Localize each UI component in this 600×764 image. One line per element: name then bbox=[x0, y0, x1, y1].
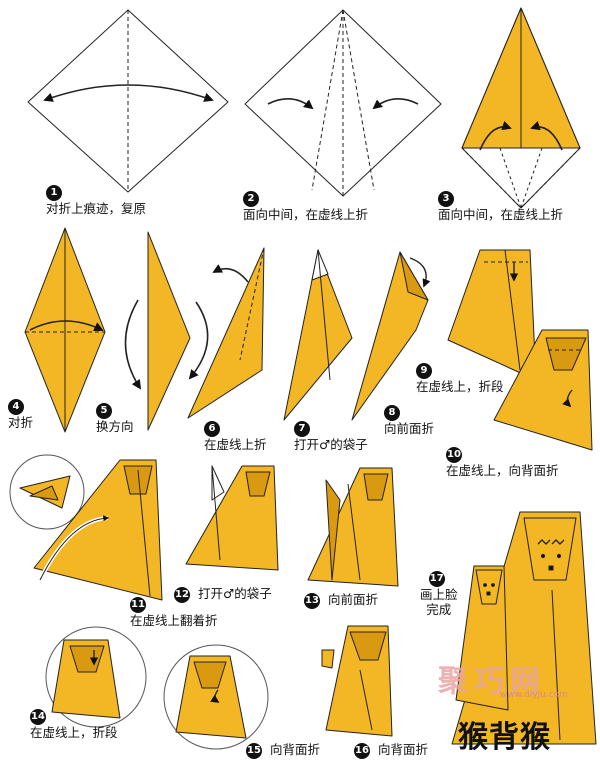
step-12-text: 打开♂的袋子 bbox=[197, 586, 272, 601]
step-6-label: 6 在虚线上折 bbox=[204, 420, 267, 452]
step-7-number: 7 bbox=[294, 420, 310, 437]
step-16-number: 16 bbox=[354, 742, 370, 759]
step-1-text: 对折上痕迹，复原 bbox=[46, 200, 147, 216]
step-17-text-1: 画上脸 bbox=[420, 586, 458, 602]
step-5-text: 换方向 bbox=[96, 418, 134, 434]
step-8-figure bbox=[351, 251, 431, 421]
step-8-text: 向前面折 bbox=[384, 420, 435, 436]
step-13-text: 向前面折 bbox=[327, 592, 378, 607]
step-17-text-2: 完成 bbox=[426, 601, 452, 617]
step-4-text: 对折 bbox=[8, 414, 34, 430]
step-7-label: 7 打开♂的袋子 bbox=[294, 420, 368, 452]
step-2-label: 2 面向中间，在虚线上折 bbox=[243, 190, 368, 222]
step-13-number: 13 bbox=[304, 592, 320, 609]
step-16-label: 16 向背面折 bbox=[354, 742, 428, 759]
step-10-text: 在虚线上，向背面折 bbox=[446, 462, 559, 478]
step-6-figure bbox=[187, 247, 265, 419]
step-14-text: 在虚线上，折段 bbox=[30, 724, 118, 740]
step-14-label: 14 在虚线上，折段 bbox=[30, 708, 118, 740]
step-11-number: 11 bbox=[130, 596, 146, 613]
step-3-number: 3 bbox=[438, 190, 454, 207]
step-7-text: 打开♂的袋子 bbox=[294, 436, 368, 452]
step-9-figure bbox=[447, 249, 537, 381]
step-15-figure bbox=[163, 644, 269, 750]
step-15-text: 向背面折 bbox=[269, 742, 320, 757]
step-2-text: 面向中间，在虚线上折 bbox=[243, 206, 369, 222]
step-9-label: 9 在虚线上，折段 bbox=[416, 362, 504, 394]
step-9-number: 9 bbox=[416, 362, 432, 379]
step-4-label: 4 对折 bbox=[8, 398, 33, 430]
step-1-figure bbox=[27, 9, 229, 193]
step-6-number: 6 bbox=[204, 420, 220, 437]
step-8-number: 8 bbox=[384, 404, 400, 421]
step-14-number: 14 bbox=[30, 708, 46, 725]
step-5-label: 5 换方向 bbox=[96, 402, 134, 434]
step-16-text: 向背面折 bbox=[377, 742, 428, 757]
step-16-figure bbox=[321, 625, 393, 737]
step-12-number: 12 bbox=[174, 586, 190, 603]
step-1-number: 1 bbox=[46, 184, 62, 201]
diagram-title: 猴背猴 bbox=[458, 720, 551, 755]
step-5-figure bbox=[124, 231, 209, 431]
step-4-number: 4 bbox=[8, 398, 24, 415]
step-17-label: 17 画上脸 完成 bbox=[420, 570, 458, 617]
step-4-figure bbox=[24, 227, 106, 433]
step-17-figure bbox=[451, 511, 597, 745]
step-12-figure bbox=[185, 465, 279, 571]
step-14-figure bbox=[45, 626, 147, 728]
step-3-label: 3 面向中间，在虚线上折 bbox=[438, 190, 563, 222]
step-11-text: 在虚线上翻着折 bbox=[130, 612, 218, 628]
step-5-number: 5 bbox=[96, 402, 112, 419]
step-7-figure bbox=[283, 249, 353, 421]
step-17-number: 17 bbox=[428, 570, 445, 587]
watermark-url: www.diyju.com bbox=[500, 690, 568, 700]
step-13-label: 13 向前面折 bbox=[304, 592, 378, 609]
step-10-label: 10 在虚线上，向背面折 bbox=[446, 446, 559, 478]
step-1-label: 1 对折上痕迹，复原 bbox=[46, 184, 146, 216]
step-8-label: 8 向前面折 bbox=[384, 404, 434, 436]
step-15-label: 15 向背面折 bbox=[246, 742, 320, 759]
step-9-text: 在虚线上，折段 bbox=[416, 378, 504, 394]
step-13-figure bbox=[307, 467, 399, 587]
step-6-text: 在虚线上折 bbox=[204, 436, 267, 452]
step-3-figure bbox=[461, 7, 581, 209]
step-12-label: 12 打开♂的袋子 bbox=[174, 586, 272, 603]
step-10-figure bbox=[493, 329, 593, 451]
step-3-text: 面向中间，在虚线上折 bbox=[438, 206, 564, 222]
step-10-number: 10 bbox=[446, 446, 462, 463]
step-2-figure bbox=[244, 9, 442, 197]
step-11-figure bbox=[9, 454, 163, 601]
step-11-label: 11 在虚线上翻着折 bbox=[130, 596, 218, 628]
step-15-number: 15 bbox=[246, 742, 262, 759]
step-2-number: 2 bbox=[243, 190, 259, 207]
watermark-logo: 聚巧网 bbox=[438, 664, 546, 699]
